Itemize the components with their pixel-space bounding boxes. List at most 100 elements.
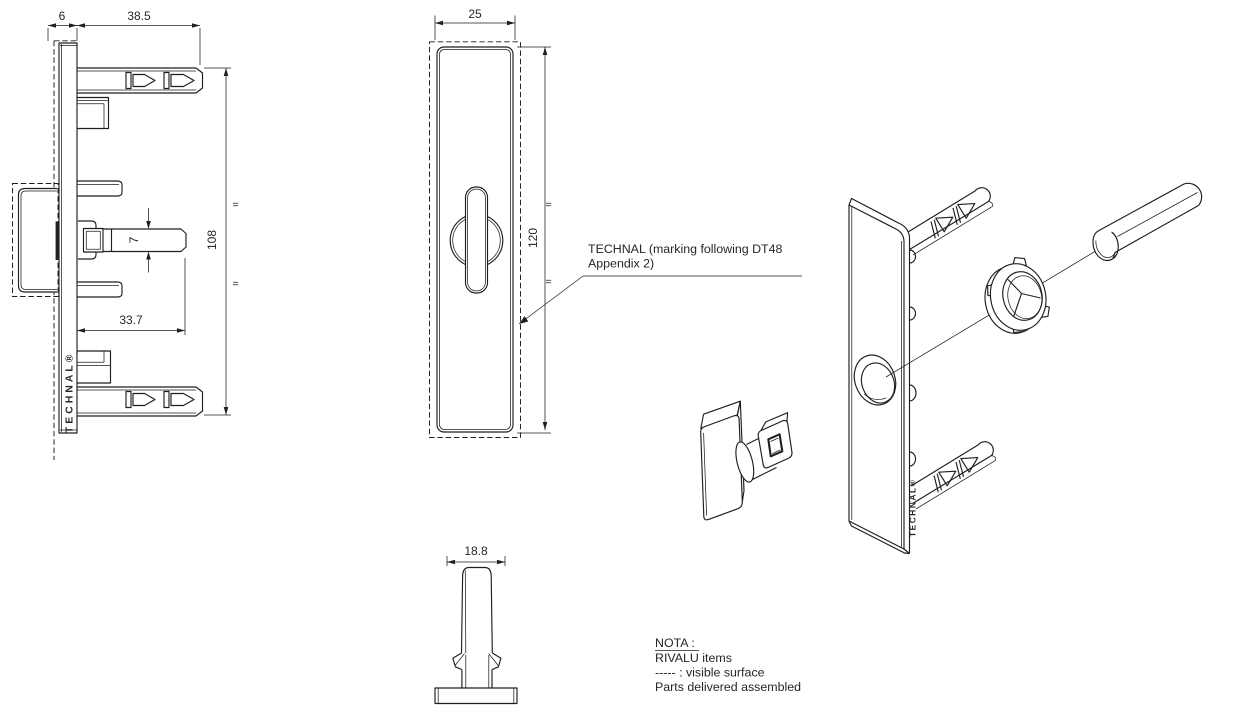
dim-18-8-lines xyxy=(446,556,506,566)
barb-bar xyxy=(930,219,940,239)
extension-lines xyxy=(47,28,201,65)
base-plate-inner-lines xyxy=(437,688,515,704)
handle-bar-front xyxy=(464,186,489,294)
leader-arrowhead xyxy=(519,316,529,324)
backplate-inner-lines xyxy=(60,44,77,432)
barb-bar xyxy=(125,390,132,409)
iso-ring-nut xyxy=(984,257,1050,334)
arrowhead xyxy=(223,68,229,76)
barb-arrow xyxy=(132,73,156,88)
dim-7-label: 7 xyxy=(127,236,141,243)
knob-inner-line xyxy=(20,190,57,290)
square-hole-iso xyxy=(767,433,784,458)
snap-foot-left xyxy=(452,652,462,671)
arrowhead xyxy=(77,23,85,28)
arrowhead xyxy=(223,407,229,415)
dim-25-label: 25 xyxy=(468,7,482,21)
iso-handle-knob xyxy=(700,400,793,521)
edge-bump xyxy=(909,306,917,321)
barb-bar xyxy=(952,205,962,225)
iso-exploded-view: TECHNAL® xyxy=(700,182,1203,555)
top-clip-arm xyxy=(77,67,204,94)
iso-top-clip xyxy=(907,187,994,256)
annotation-line1: TECHNAL (marking following DT48 xyxy=(588,242,783,256)
nota-title: NOTA : xyxy=(655,636,695,650)
lower-bracket-detail xyxy=(77,351,111,366)
brand-text-side: TECHNAL® xyxy=(65,354,76,433)
dim-6-label: 6 xyxy=(59,9,66,23)
barb-bar xyxy=(163,71,170,90)
arrowhead xyxy=(435,20,443,26)
arrowhead xyxy=(146,221,151,229)
equal-mark: = xyxy=(233,278,239,290)
plate-bottom-edge xyxy=(848,520,910,555)
bottom-view: 18.8 xyxy=(434,544,518,705)
lever-front-face xyxy=(700,414,743,521)
equal-mark: = xyxy=(233,199,239,211)
peg xyxy=(77,281,123,298)
arrowhead xyxy=(507,20,515,26)
knob-side xyxy=(17,187,57,293)
arrowhead xyxy=(542,422,548,430)
arrowhead xyxy=(77,328,85,333)
barb-bar xyxy=(163,390,170,409)
dim-33-7-label: 33.7 xyxy=(119,313,143,327)
square-hole-inner xyxy=(85,230,101,250)
lever-inner-line xyxy=(703,432,707,516)
hole-depth-arc xyxy=(863,393,887,400)
plate-dashed-outline xyxy=(429,41,521,438)
faceplate-inner-line xyxy=(439,49,511,430)
arrowhead xyxy=(69,23,77,28)
ring-spokes xyxy=(1007,279,1041,318)
edge-bump xyxy=(909,249,917,264)
dim-120-lines xyxy=(517,46,551,434)
lower-bracket xyxy=(77,350,112,384)
spindle-silhouette xyxy=(1092,182,1203,262)
front-view: 25 120 = = xyxy=(429,7,552,438)
nota-item: ----- : visible surface xyxy=(655,666,765,680)
barb-arrow xyxy=(935,216,954,233)
clip-outline xyxy=(907,187,991,250)
arrowhead xyxy=(48,23,56,28)
iso-bottom-clip xyxy=(910,441,997,510)
iso-plate: TECHNAL® xyxy=(848,197,918,555)
leg-inner-lines xyxy=(465,655,490,688)
arrowhead xyxy=(146,251,151,260)
upper-bracket-detail xyxy=(77,100,109,129)
plate-edge-inner-lines xyxy=(851,207,902,548)
nota-item: Parts delivered assembled xyxy=(655,680,801,694)
clip-side-band xyxy=(912,201,994,256)
ring-opening-inner xyxy=(1007,275,1043,319)
leader-line xyxy=(518,275,802,325)
edge-bump xyxy=(909,451,917,467)
brand-text-iso: TECHNAL® xyxy=(908,480,918,537)
dim-25-lines xyxy=(434,15,516,40)
spindle-hole-outer xyxy=(853,354,897,406)
edge-bump xyxy=(909,384,917,402)
iso-spindle-bar xyxy=(1092,182,1203,262)
barb-bar xyxy=(955,459,965,479)
grip-profile xyxy=(460,566,493,654)
square-hole-depth-lines xyxy=(770,437,781,454)
dim-108-lines xyxy=(204,67,231,416)
nota-item: RIVALU items xyxy=(655,651,732,665)
leg-lines xyxy=(461,669,493,688)
snap-foot-left-detail xyxy=(454,653,465,666)
bottom-clip-inner-lines xyxy=(77,389,196,414)
arrowhead xyxy=(542,47,548,55)
top-clip-inner-lines xyxy=(77,70,196,91)
barb-arrow xyxy=(170,392,195,407)
barb-arrow xyxy=(938,470,957,487)
equal-mark: = xyxy=(546,199,552,211)
spindle-cap-rim xyxy=(1111,231,1119,260)
marking-annotation: TECHNAL (marking following DT48 Appendix… xyxy=(518,242,802,325)
arrowhead xyxy=(447,559,455,565)
dim-33-7-lines xyxy=(77,258,186,335)
handle-bar-inner-line xyxy=(467,188,486,292)
arrowhead xyxy=(192,23,200,28)
spindle-shaft xyxy=(96,228,187,253)
block-front-face xyxy=(757,419,793,469)
upper-bracket xyxy=(77,96,110,130)
